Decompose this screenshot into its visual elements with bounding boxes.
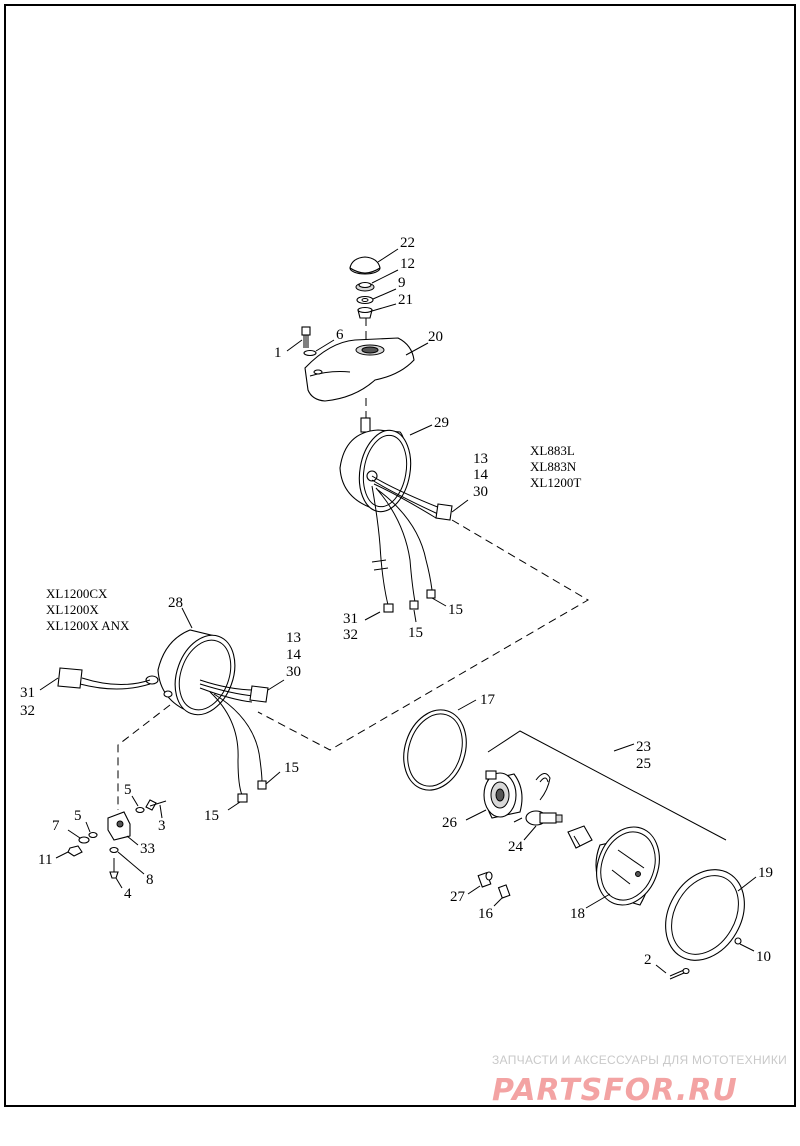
top-cap-22	[349, 256, 381, 275]
callout-13-left: 13	[286, 630, 301, 646]
washer-8	[109, 846, 119, 854]
model-label-left-2: XL1200X	[46, 602, 99, 617]
callout-30-top: 30	[473, 484, 488, 500]
callout-20: 20	[428, 329, 443, 345]
page-border	[4, 4, 796, 1107]
callout-32-top: 32	[343, 627, 358, 643]
callout-7: 7	[52, 818, 60, 834]
watermark-tagline: ЗАПЧАСТИ И АКСЕССУАРЫ ДЛЯ МОТОТЕХНИКИ	[492, 1053, 787, 1067]
model-label-left-3: XL1200X ANX	[46, 618, 130, 633]
nut-7	[78, 836, 90, 844]
callout-10: 10	[756, 949, 771, 965]
washer-9	[356, 295, 374, 305]
connector-plug	[567, 825, 593, 849]
model-label-top-1: XL883L	[530, 443, 575, 458]
callout-26: 26	[442, 815, 458, 831]
nut-12	[355, 281, 375, 292]
housing-29	[339, 417, 412, 513]
callout-18: 18	[570, 906, 585, 922]
callout-2: 2	[644, 952, 652, 968]
spacer-21	[357, 306, 373, 319]
washer-5-upper	[135, 806, 145, 814]
wires-28	[57, 667, 269, 803]
screw-4	[109, 858, 119, 879]
callout-29: 29	[434, 415, 449, 431]
callout-15-d: 15	[204, 808, 219, 824]
callout-31-top: 31	[343, 611, 358, 627]
callout-5-lower: 5	[74, 808, 82, 824]
callout-23: 23	[636, 739, 651, 755]
nut-11	[67, 845, 83, 857]
callout-16: 16	[478, 906, 494, 922]
callout-22: 22	[400, 235, 415, 251]
callout-30-left: 30	[286, 664, 301, 680]
bulb-16	[497, 884, 511, 899]
washer-5-lower	[88, 831, 98, 839]
socket-26	[483, 770, 523, 819]
washer-6	[303, 349, 317, 357]
callout-17: 17	[480, 692, 496, 708]
model-label-top-2: XL883N	[530, 459, 577, 474]
callout-11: 11	[38, 852, 52, 868]
housing-28	[145, 629, 236, 716]
callout-14-top: 14	[473, 467, 489, 483]
wires-29	[371, 475, 453, 613]
nut-10	[734, 937, 742, 945]
ring-17	[403, 709, 467, 791]
callout-9: 9	[398, 275, 406, 291]
model-label-left-1: XL1200CX	[46, 586, 108, 601]
callout-27: 27	[450, 889, 466, 905]
screw-2	[669, 967, 690, 980]
watermark-brand: PARTSFOR.RU	[492, 1073, 738, 1108]
bolt-3	[145, 799, 167, 811]
callout-8: 8	[146, 872, 154, 888]
bulb-27	[477, 871, 493, 888]
callout-25: 25	[636, 756, 651, 772]
lens-18	[595, 826, 660, 906]
mount-block-33	[107, 811, 131, 841]
callout-24: 24	[508, 839, 524, 855]
callout-31-left: 31	[20, 685, 35, 701]
callout-33: 33	[140, 841, 155, 857]
callout-32-left: 32	[20, 703, 35, 719]
callout-21: 21	[398, 292, 413, 308]
callout-5-upper: 5	[124, 782, 132, 798]
callout-4: 4	[124, 886, 132, 902]
bracket-20	[304, 337, 415, 402]
bezel-19	[665, 869, 745, 961]
callout-14-left: 14	[286, 647, 302, 663]
callout-3: 3	[158, 818, 166, 834]
callout-28: 28	[168, 595, 183, 611]
callout-15-b: 15	[448, 602, 463, 618]
callout-19: 19	[758, 865, 773, 881]
clip-spring	[535, 773, 551, 801]
leader-lines	[39, 248, 757, 974]
callout-15-a: 15	[408, 625, 423, 641]
callout-12: 12	[400, 256, 415, 272]
callout-1: 1	[274, 345, 282, 361]
callout-15-c: 15	[284, 760, 299, 776]
bolt-1	[301, 326, 311, 348]
callout-6: 6	[336, 327, 344, 343]
callout-13-top: 13	[473, 451, 488, 467]
bulb-24	[513, 810, 563, 826]
model-label-top-3: XL1200T	[530, 475, 581, 490]
